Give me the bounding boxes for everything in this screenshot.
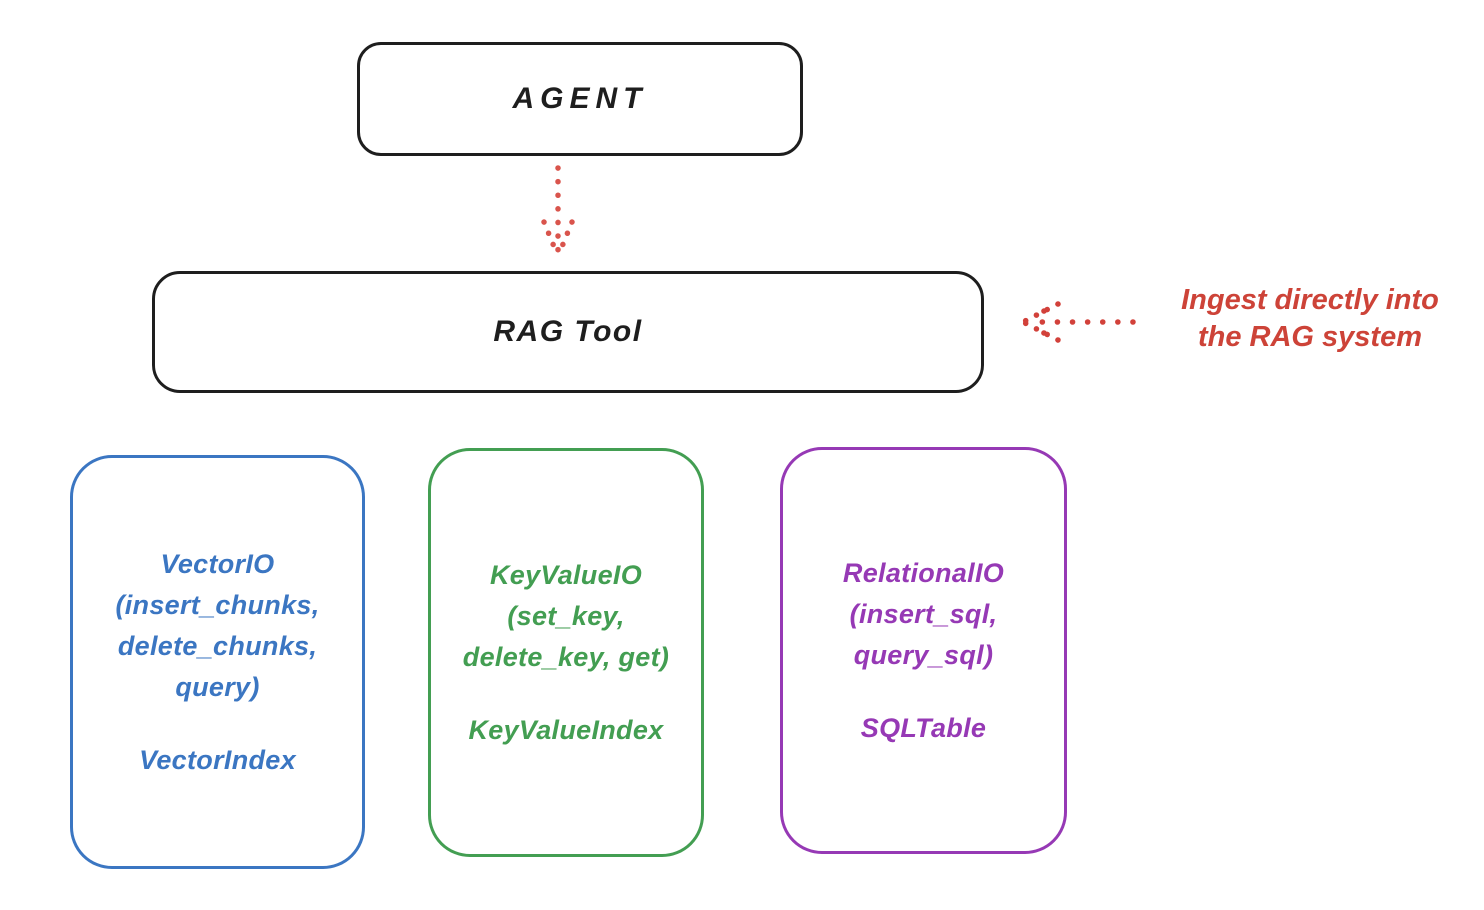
rag-tool-box: RAG Tool	[152, 271, 984, 393]
ingest-arrow	[1022, 301, 1136, 343]
ingest-annotation-line2: the RAG system	[1197, 321, 1422, 353]
vectorio-index-label: VectorIndex	[139, 744, 296, 775]
spacer	[463, 678, 669, 710]
keyvalueio-method-line: (set_key,	[507, 600, 625, 631]
keyvalueio-method-line: delete_key, get)	[462, 641, 670, 672]
relationalio-method-line: (insert_sql,	[849, 598, 998, 629]
agent-to-ragtool-arrow	[541, 165, 575, 257]
keyvalueio-index-label: KeyValueIndex	[468, 714, 664, 745]
keyvalueio-box: KeyValueIO (set_key, delete_key, get) Ke…	[428, 448, 704, 857]
vectorio-method-line: delete_chunks,	[117, 630, 318, 661]
relationalio-index-label: SQLTable	[860, 712, 987, 743]
relationalio-title: RelationalIO	[842, 557, 1005, 588]
agent-box: AGENT	[357, 42, 803, 156]
agent-label: AGENT	[512, 82, 648, 115]
relationalio-box: RelationalIO (insert_sql, query_sql) SQL…	[780, 447, 1067, 854]
ingest-annotation: Ingest directly into the RAG system	[1140, 282, 1480, 356]
vectorio-box: VectorIO (insert_chunks, delete_chunks, …	[70, 455, 365, 869]
ingest-annotation-line1: Ingest directly into	[1181, 284, 1439, 316]
keyvalueio-title: KeyValueIO	[489, 559, 643, 590]
spacer	[843, 676, 1004, 708]
vectorio-method-line: query)	[175, 671, 260, 702]
vectorio-title: VectorIO	[160, 548, 275, 579]
spacer	[115, 708, 319, 740]
rag-tool-label: RAG Tool	[493, 315, 643, 348]
relationalio-method-line: query_sql)	[853, 639, 994, 670]
vectorio-method-line: (insert_chunks,	[115, 589, 320, 620]
